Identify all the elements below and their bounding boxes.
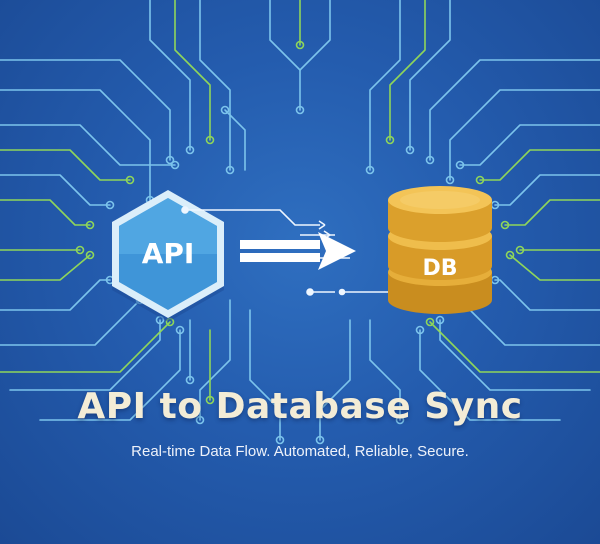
api-label: API	[142, 237, 195, 270]
db-label: DB	[422, 256, 457, 281]
page-subtitle: Real-time Data Flow. Automated, Reliable…	[131, 443, 469, 460]
page-title: API to Database Sync	[77, 386, 523, 427]
database-icon: DB	[388, 186, 492, 314]
sync-arrow-icon	[240, 232, 356, 270]
api-hexagon-icon: API	[112, 190, 224, 322]
